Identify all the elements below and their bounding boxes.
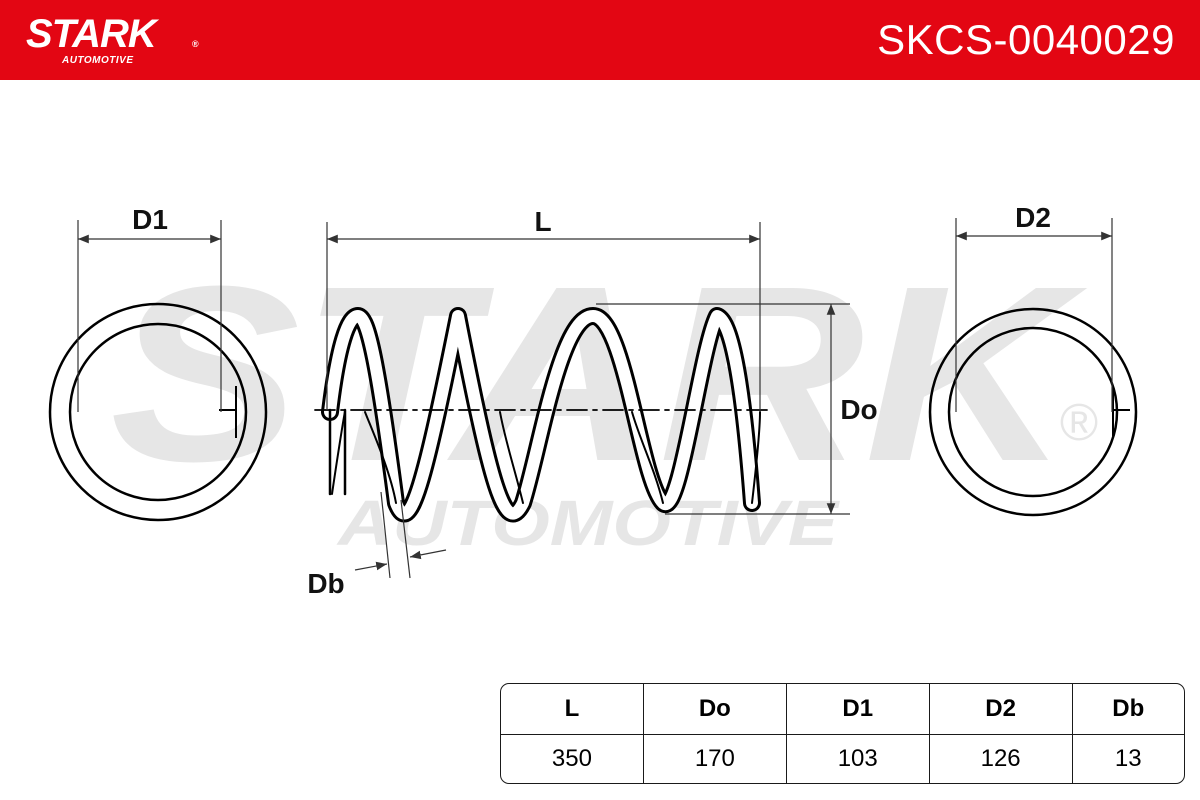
end-view-right xyxy=(928,307,1138,517)
spec-header-do: Do xyxy=(643,684,787,735)
spring-back-coils xyxy=(331,410,761,504)
stark-logo: STARK ® AUTOMOTIVE xyxy=(26,12,199,66)
watermark-registered-mark: ® xyxy=(1060,394,1098,452)
spec-table: L Do D1 D2 Db 350 170 103 126 13 xyxy=(500,683,1185,784)
spec-header-l: L xyxy=(501,684,644,735)
label-db: Db xyxy=(307,568,344,599)
part-number: SKCS-0040029 xyxy=(877,16,1175,63)
dimension-do xyxy=(596,303,850,515)
dimension-d1 xyxy=(77,220,222,412)
header-bar: STARK ® AUTOMOTIVE SKCS-0040029 xyxy=(0,0,1200,80)
dimension-l xyxy=(326,222,761,410)
brand-registered-mark: ® xyxy=(192,39,199,49)
spec-value-d1: 103 xyxy=(787,735,930,783)
spec-header-db: Db xyxy=(1072,684,1184,735)
label-d1: D1 xyxy=(132,204,168,235)
spec-header-d1: D1 xyxy=(786,684,930,735)
spec-table-header-row: L Do D1 D2 Db xyxy=(501,684,1184,735)
spec-value-d2: 126 xyxy=(930,735,1073,783)
spec-table-value-row: 350 170 103 126 13 xyxy=(501,735,1184,783)
label-do: Do xyxy=(840,394,877,425)
brand-name: STARK xyxy=(26,12,157,56)
dimension-db xyxy=(354,491,447,579)
label-d2: D2 xyxy=(1015,202,1051,233)
label-l: L xyxy=(534,206,551,237)
spec-header-d2: D2 xyxy=(929,684,1073,735)
spring-side-view xyxy=(314,307,771,523)
brand-subtitle: AUTOMOTIVE xyxy=(62,55,134,66)
spec-value-do: 170 xyxy=(644,735,787,783)
spring-technical-drawing: STARK AUTOMOTIVE ® D1 D2 xyxy=(48,202,1138,599)
dimension-d2 xyxy=(955,218,1113,412)
watermark-main: STARK xyxy=(110,234,1088,513)
spec-value-l: 350 xyxy=(501,735,644,783)
spec-value-db: 13 xyxy=(1114,745,1142,772)
end-view-left xyxy=(48,302,268,522)
spring-end-left xyxy=(328,408,347,496)
